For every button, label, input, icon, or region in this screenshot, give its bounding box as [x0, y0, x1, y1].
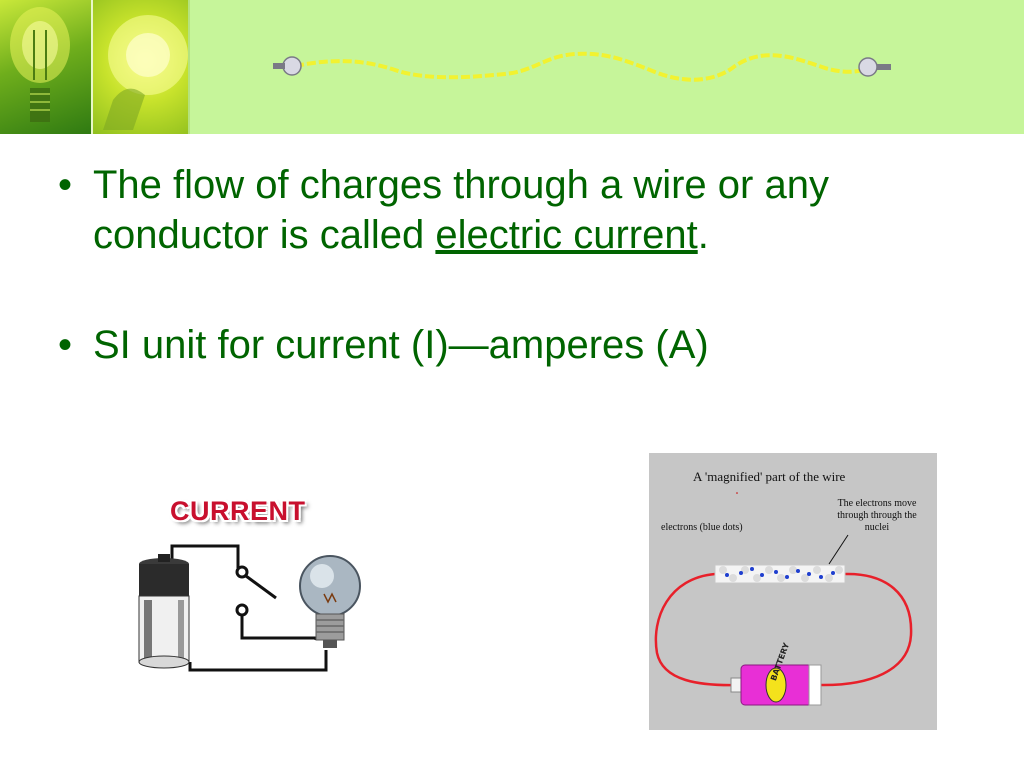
- circuit-drawing: [138, 544, 361, 672]
- wire-circuit-drawing: [654, 492, 913, 706]
- bullet-dot: •: [58, 163, 73, 207]
- bullet-item-electric-current: • The flow of charges through a wire or …: [58, 160, 978, 260]
- bullet-dot: •: [58, 323, 73, 367]
- battery-icon: [138, 554, 190, 669]
- bullet-item-si-unit: • SI unit for current (I)—amperes (A): [58, 320, 978, 370]
- magnified-wire-figure: A 'magnified' part of the wire electrons…: [649, 453, 937, 730]
- bullet-list: • The flow of charges through a wire or …: [58, 160, 978, 430]
- light-bulb-icon: [299, 555, 361, 648]
- light-bulb-icon: [10, 7, 70, 122]
- battery-icon: [730, 664, 822, 706]
- bullet-text: SI unit for current (I)—amperes (A): [93, 323, 709, 367]
- electron-dots: [725, 567, 835, 579]
- header-banner: [0, 0, 1024, 134]
- panel-divider: [91, 0, 93, 134]
- bullet-text: The flow of charges through a wire or an…: [93, 163, 829, 257]
- light-bulb-photo-dark: [0, 0, 91, 134]
- electric-current-term: electric current: [435, 213, 698, 257]
- switch-icon: [235, 565, 277, 617]
- electrons-move-label: The electrons move through through the n…: [837, 498, 917, 533]
- figure-title: A 'magnified' part of the wire: [693, 469, 846, 484]
- bullet-text-end: .: [697, 213, 709, 257]
- light-bulb-photo-bright: [93, 0, 188, 134]
- glowing-bulb-icon: [103, 15, 188, 130]
- electrons-label: electrons (blue dots): [661, 522, 743, 533]
- current-title: CURRENT: [170, 496, 306, 526]
- current-circuit-illustration: CURRENT: [130, 490, 370, 680]
- wire-between-bulbs-icon: [273, 51, 891, 82]
- panel-divider: [188, 0, 190, 134]
